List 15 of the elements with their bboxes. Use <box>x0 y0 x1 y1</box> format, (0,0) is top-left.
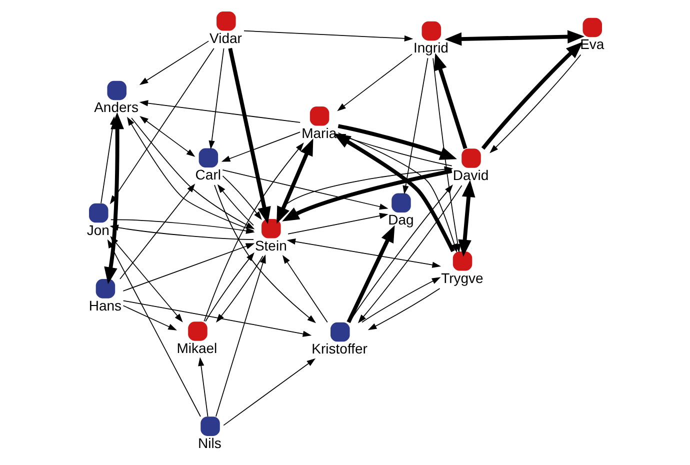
node-label: Anders <box>94 99 138 116</box>
node-label: Dag <box>388 212 414 228</box>
node-label: Stein <box>254 237 286 254</box>
node-label: Nils <box>197 435 221 452</box>
node-label: Maria <box>301 124 336 141</box>
node-label: Carl <box>194 166 220 183</box>
node-label: Ingrid <box>412 40 448 56</box>
node-label: Vidar <box>209 30 242 46</box>
node-label: Jon <box>86 222 109 238</box>
node-label: David <box>452 166 488 183</box>
node-label: Mikael <box>176 340 217 356</box>
node-label: Trygve <box>440 270 483 286</box>
node-label: Kristoffer <box>311 340 367 357</box>
node-label: Hans <box>88 297 122 314</box>
node-label: Eva <box>580 36 604 52</box>
